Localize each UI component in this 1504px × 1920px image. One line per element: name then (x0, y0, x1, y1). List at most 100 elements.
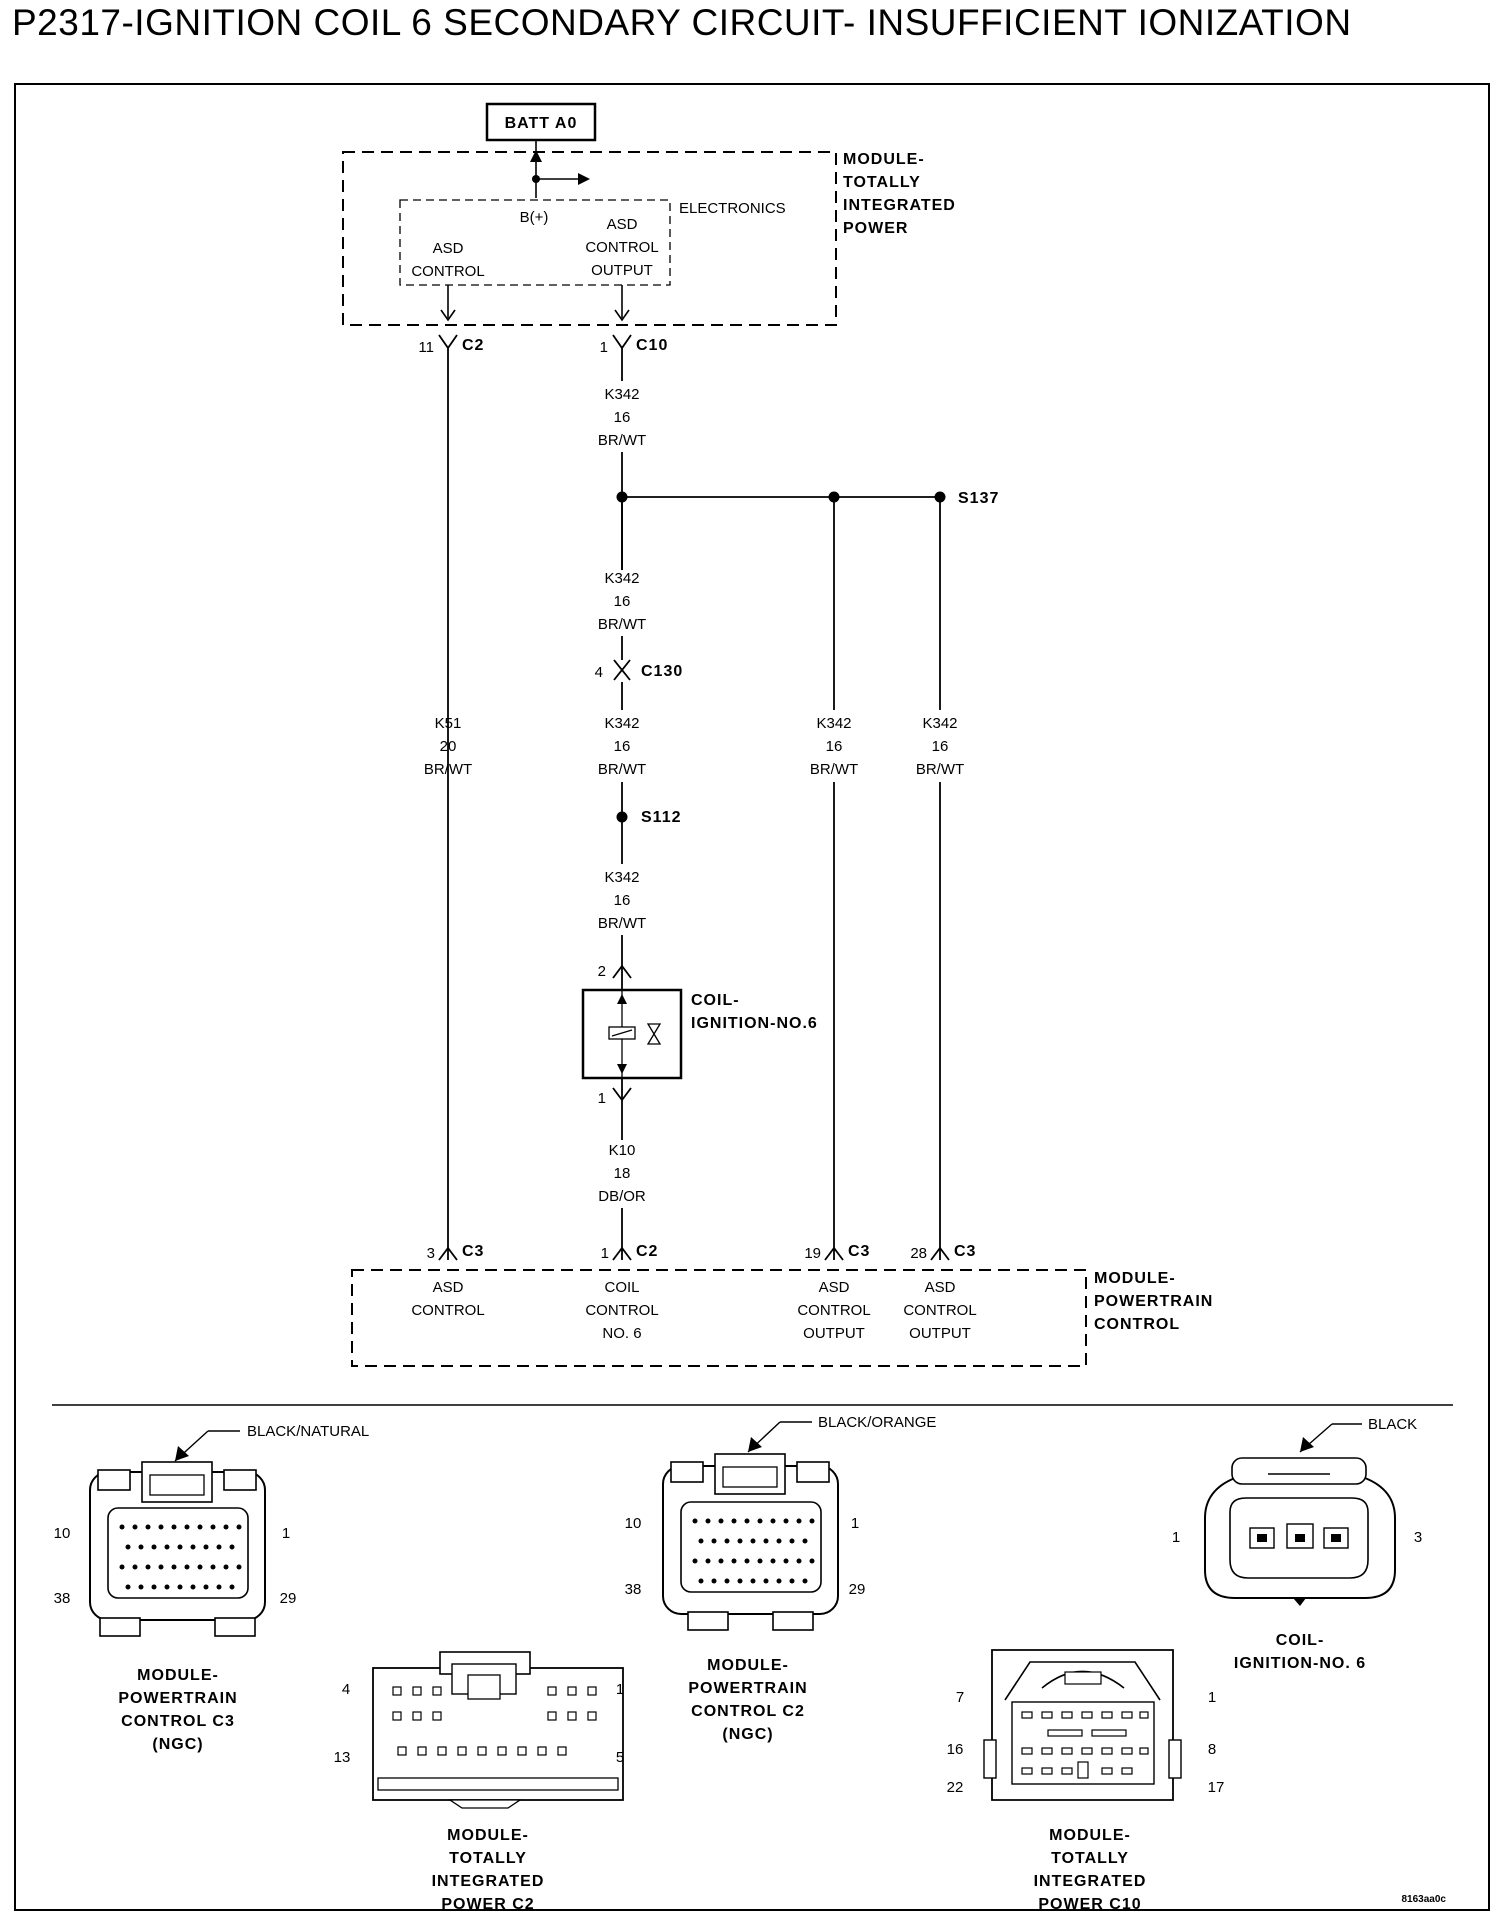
cv3-label-l1: MODULE- (707, 1657, 789, 1674)
cv3-pin-br: 29 (849, 1581, 866, 1598)
pcm-name-l1: MODULE- (1094, 1270, 1176, 1287)
cv1-pin-tr: 1 (282, 1525, 290, 1542)
svg-text:BR/WT: BR/WT (598, 432, 646, 449)
diagram-frame (14, 83, 1490, 1911)
cv3-pin-tl: 10 (625, 1515, 642, 1532)
cv1-label-l2: POWERTRAIN (118, 1690, 237, 1707)
cv4-pin-bl: 22 (947, 1779, 964, 1796)
pcm-pin-28: 28 (910, 1245, 927, 1262)
splice-s112-label: S112 (641, 809, 681, 826)
connector-view-pcm-c3 (89, 1430, 266, 1637)
svg-text:K342: K342 (922, 715, 957, 732)
svg-text:16: 16 (614, 409, 631, 426)
svg-text:BR/WT: BR/WT (810, 761, 858, 778)
coil-pin2-symbol (612, 964, 632, 979)
coil-name-l1: COIL- (691, 992, 740, 1009)
tipm-c10-connector-symbol (612, 334, 632, 350)
cv4-pin-tr: 1 (1208, 1689, 1216, 1706)
connector-view-pcm-c2 (662, 1421, 839, 1631)
svg-text:K51: K51 (435, 715, 462, 732)
cv4-pin-mr: 8 (1208, 1741, 1216, 1758)
tipm-c2-connector-symbol (438, 334, 458, 350)
svg-text:16: 16 (614, 593, 631, 610)
connector-view-tipm-c2 (372, 1651, 624, 1809)
cv4-label-l2: TOTALLY (1051, 1850, 1129, 1867)
page-title: P2317-IGNITION COIL 6 SECONDARY CIRCUIT-… (12, 2, 1352, 43)
wire-label-k342-1: K342 16 BR/WT (598, 386, 646, 449)
svg-text:K342: K342 (604, 715, 639, 732)
svg-text:16: 16 (614, 892, 631, 909)
svg-text:K342: K342 (604, 386, 639, 403)
pcm-name-l3: CONTROL (1094, 1316, 1180, 1333)
pcm-pin-19: 19 (804, 1245, 821, 1262)
pcm-fn-1-l2: CONTROL (411, 1302, 484, 1319)
batt-feed-arrow (530, 150, 542, 162)
pcm-box (351, 1269, 1087, 1367)
cv4-pin-tl: 7 (956, 1689, 964, 1706)
tipm-internal-arrow-asd (440, 309, 456, 322)
electronics-label: ELECTRONICS (679, 200, 786, 217)
coil-name-l2: IGNITION-NO.6 (691, 1015, 818, 1032)
cv4-label-l1: MODULE- (1049, 1827, 1131, 1844)
pcm-pin-1-conn: C2 (636, 1243, 658, 1260)
pcm-fn-3-l1: ASD (819, 1279, 850, 1296)
tipm-asd-control-l2: CONTROL (411, 263, 484, 280)
svg-text:BR/WT: BR/WT (598, 915, 646, 932)
pcm-fn-1-l1: ASD (433, 1279, 464, 1296)
tipm-asd-output-l1: ASD (607, 216, 638, 233)
wire-label-k342-pcm28: K342 16 BR/WT (916, 715, 964, 778)
pcm-pin-19-conn: C3 (848, 1243, 870, 1260)
cv5-label-l1: COIL- (1276, 1632, 1325, 1649)
svg-text:BR/WT: BR/WT (916, 761, 964, 778)
cv4-label-l4: POWER C10 (1038, 1896, 1141, 1913)
cv2-pin-tl: 4 (342, 1681, 350, 1698)
coil-pin-top: 2 (598, 963, 606, 980)
cv5-color: BLACK (1368, 1416, 1417, 1433)
c130-name: C130 (641, 663, 683, 680)
pcm-pin-3-conn: C3 (462, 1243, 484, 1260)
svg-text:DB/OR: DB/OR (598, 1188, 646, 1205)
bplus-label: B(+) (520, 209, 549, 226)
coil-pin-bottom: 1 (598, 1090, 606, 1107)
c130-pin: 4 (595, 664, 603, 681)
c130-connector-symbol (613, 659, 631, 681)
connector-view-coil (1204, 1423, 1396, 1606)
pcm-name-l2: POWERTRAIN (1094, 1293, 1213, 1310)
cv1-pin-br: 29 (280, 1590, 297, 1607)
tipm-c10-name: C10 (636, 337, 668, 354)
wire-label-k10: K10 18 DB/OR (598, 1142, 646, 1205)
coil-winding-core (611, 1029, 633, 1037)
tipm-asd-output-l2: CONTROL (585, 239, 658, 256)
cv2-label-l3: INTEGRATED (432, 1873, 545, 1890)
batt-label: BATT A0 (505, 115, 578, 132)
cv3-label-l3: CONTROL C2 (691, 1703, 805, 1720)
svg-text:BR/WT: BR/WT (424, 761, 472, 778)
figure-id: 8163aa0c (1402, 1894, 1447, 1905)
svg-text:20: 20 (440, 738, 457, 755)
tipm-c2-pin: 11 (418, 339, 434, 356)
wire-label-k342-2: K342 16 BR/WT (598, 570, 646, 633)
svg-text:16: 16 (614, 738, 631, 755)
cv4-pin-br: 17 (1208, 1779, 1225, 1796)
pcm-fn-2-l3: NO. 6 (602, 1325, 641, 1342)
svg-text:BR/WT: BR/WT (598, 616, 646, 633)
cv2-pin-tr: 1 (616, 1681, 624, 1698)
svg-text:K10: K10 (609, 1142, 636, 1159)
wire-label-k342-pcm19: K342 16 BR/WT (810, 715, 858, 778)
cv1-color: BLACK/NATURAL (247, 1423, 369, 1440)
cv3-pin-bl: 38 (625, 1581, 642, 1598)
tipm-name-line1: MODULE- (843, 151, 925, 168)
cv1-label-l4: (NGC) (152, 1736, 203, 1753)
wire-label-k342-4: K342 16 BR/WT (598, 869, 646, 932)
tipm-name-line4: POWER (843, 220, 908, 237)
wire-label-k51: K51 20 BR/WT (424, 715, 472, 778)
tipm-c10-pin: 1 (600, 339, 608, 356)
pcm-fn-4-l1: ASD (925, 1279, 956, 1296)
svg-text:16: 16 (826, 738, 843, 755)
cv1-pin-bl: 38 (54, 1590, 71, 1607)
coil-arrow-bottom (617, 1064, 627, 1074)
splice-s137-label: S137 (958, 490, 999, 507)
pcm-fn-3-l2: CONTROL (797, 1302, 870, 1319)
cv3-color: BLACK/ORANGE (818, 1414, 936, 1431)
